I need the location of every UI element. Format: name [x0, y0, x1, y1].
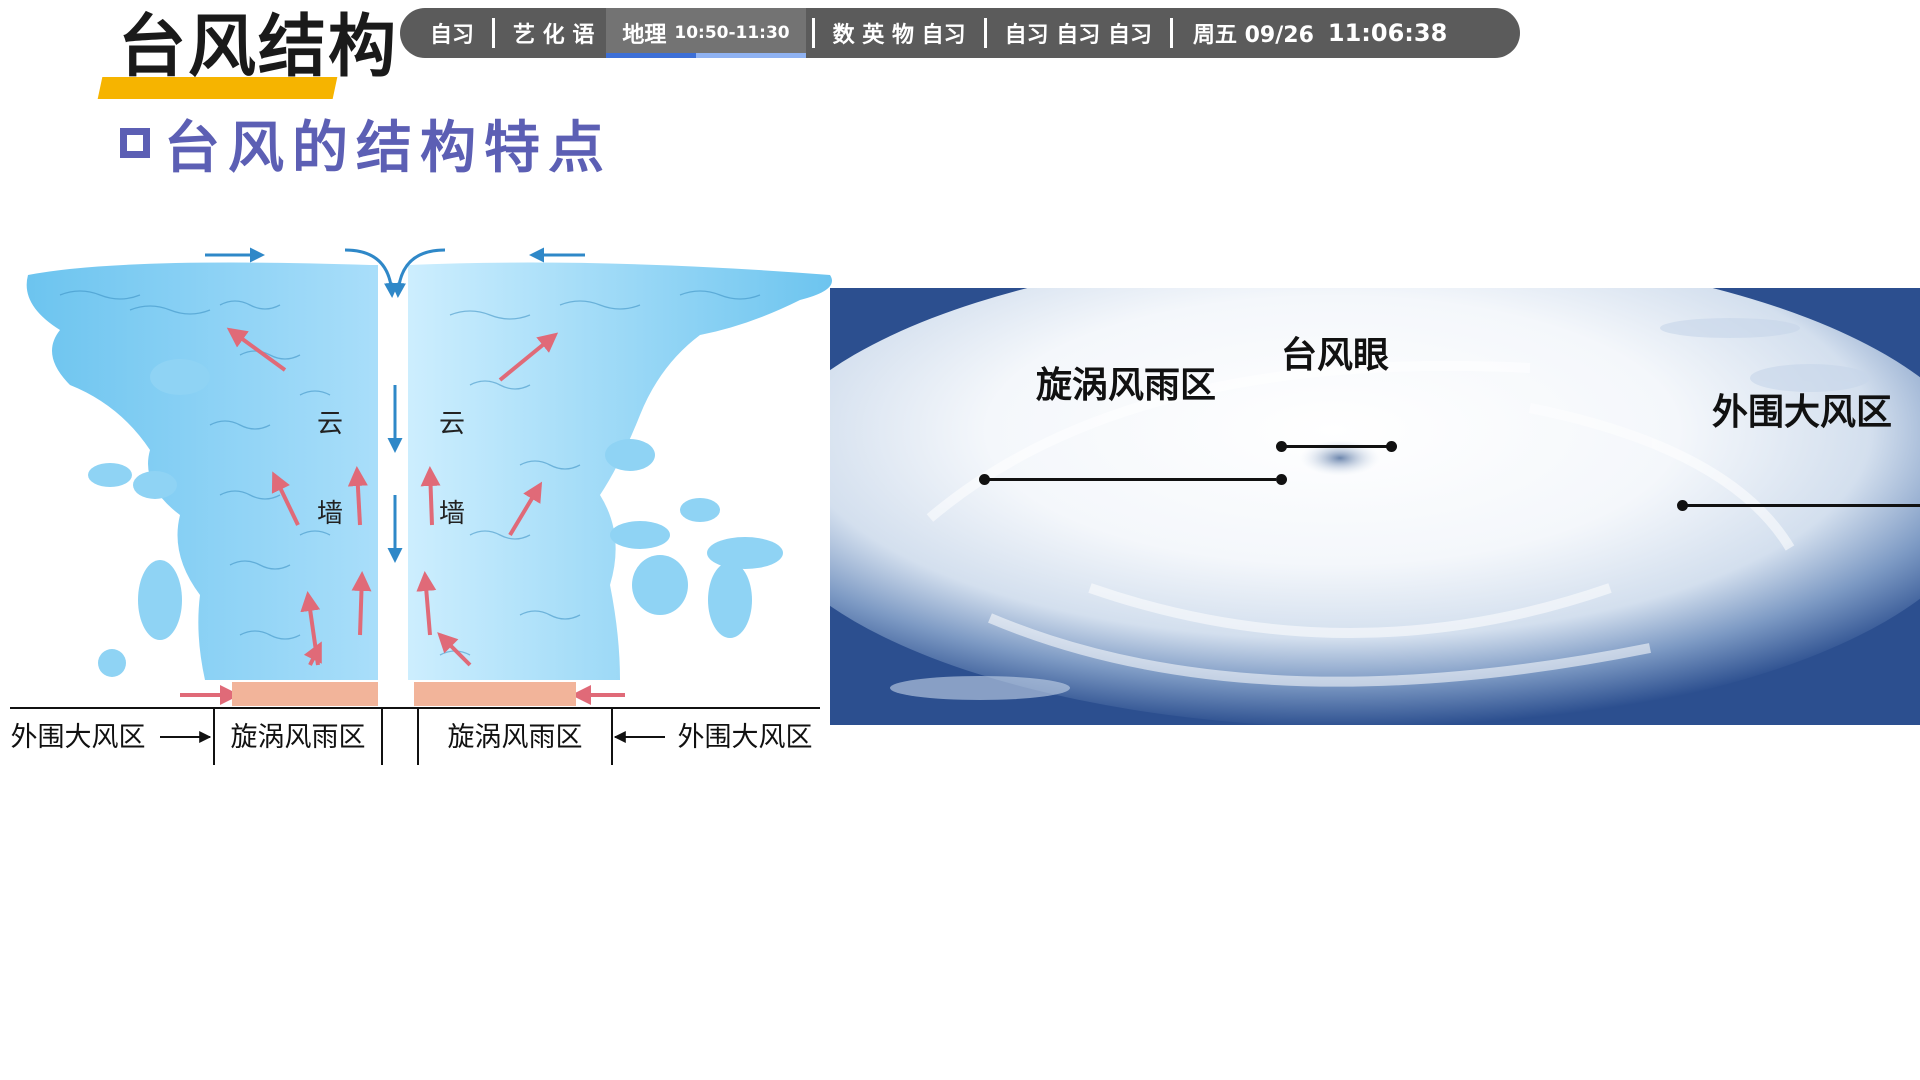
typhoon-cross-section-diagram: 云 墙 云 墙 外围大风区 旋涡风雨区 旋涡风雨区 外围大风区	[10, 247, 832, 765]
schedule-divider	[983, 18, 987, 48]
schedule-divider	[811, 18, 815, 48]
cloud-wall-label-bottom-left: 墙	[317, 499, 343, 529]
schedule-item: 自习 自习 自习	[1004, 23, 1152, 48]
zone-dividers	[213, 708, 613, 765]
schedule-divider	[1169, 18, 1173, 48]
right-cloud-anvil	[408, 262, 832, 680]
label-dot	[1386, 441, 1397, 452]
class-schedule-bar: 自习 艺 化 语 地理 10:50-11:30 数 英 物 自习 自习 自习 自…	[400, 8, 1520, 58]
current-class-time: 10:50-11:30	[674, 23, 790, 43]
typhoon-eye-label: 台风眼	[1281, 334, 1390, 376]
cloud-wall-label-top-left: 云	[317, 409, 343, 439]
class-progress-fill	[606, 53, 697, 58]
schedule-clock: 11:06:38	[1327, 19, 1448, 47]
schedule-item: 数 英 物 自习	[832, 23, 966, 48]
square-bullet-icon	[120, 128, 150, 158]
zone-label-outer-left: 外围大风区	[11, 722, 146, 753]
current-class: 地理 10:50-11:30	[606, 8, 806, 58]
outer-zone-label: 外围大风区	[1712, 391, 1893, 433]
zone-label-outer-right: 外围大风区	[678, 722, 813, 753]
rising-air-arrows	[180, 327, 625, 705]
section-heading: 台风的结构特点	[120, 108, 612, 181]
schedule-date: 周五 09/26	[1192, 23, 1314, 48]
warm-surface-right	[414, 682, 576, 706]
eye-label-line	[1281, 445, 1391, 448]
outer-label-line	[1682, 504, 1920, 507]
typhoon-eye-gap	[378, 265, 408, 685]
label-dot	[1276, 474, 1287, 485]
slide-title: 台风结构	[97, 0, 420, 110]
vortex-label-line	[984, 478, 1276, 481]
title-text: 台风结构	[118, 7, 399, 87]
small-clouds	[88, 359, 783, 677]
class-progress-track	[606, 53, 806, 58]
typhoon-satellite-image: 台风眼 旋涡风雨区 外围大风区	[830, 288, 1920, 725]
cloud-wall-label-top-right: 云	[439, 409, 465, 439]
zone-label-vortex-right: 旋涡风雨区	[448, 722, 583, 753]
schedule-item: 自习	[430, 23, 475, 48]
schedule-item: 艺 化 语	[513, 23, 595, 48]
current-class-subject: 地理	[622, 23, 667, 48]
zone-label-vortex-left: 旋涡风雨区	[231, 722, 366, 753]
section-heading-text: 台风的结构特点	[164, 115, 612, 181]
upper-airflow-arrows	[205, 247, 585, 298]
warm-surface-left	[232, 682, 378, 706]
cloud-wall-label-bottom-right: 墙	[439, 499, 465, 529]
left-cloud-anvil	[26, 262, 379, 680]
schedule-divider	[492, 18, 496, 48]
vortex-zone-label: 旋涡风雨区	[1036, 364, 1217, 406]
